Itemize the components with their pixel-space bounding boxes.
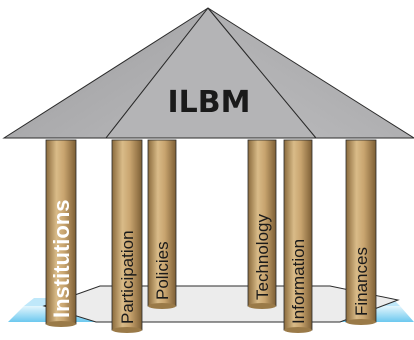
- pillar-policies-label: Policies: [153, 241, 172, 300]
- pillar-policies-base: [148, 303, 176, 309]
- pillar-institutions-column: [45, 139, 77, 325]
- pillar-participation-base: [112, 327, 142, 333]
- pillar-institutions-label: Institutions: [49, 199, 74, 318]
- roof: [2, 7, 414, 139]
- pillar-finances-label: Finances: [352, 247, 371, 316]
- pillar-policies: Policies: [147, 139, 177, 309]
- pillar-institutions-base: [46, 321, 76, 327]
- pillar-information-column: [283, 139, 313, 331]
- pillar-technology-label: Technology: [253, 213, 272, 300]
- pillar-technology-base: [248, 303, 276, 309]
- pillar-information: Information: [283, 139, 313, 333]
- pillar-policies-column: [147, 139, 177, 307]
- pillar-information-label: Information: [289, 239, 308, 324]
- pillar-finances-column: [345, 139, 377, 323]
- pillar-information-base: [284, 327, 312, 333]
- pillar-technology: Technology: [247, 139, 277, 309]
- floor-plate: [42, 285, 400, 323]
- pillar-institutions: Institutions: [45, 139, 77, 327]
- pillar-participation-label: Participation: [118, 230, 137, 324]
- pillar-participation-column: [111, 139, 143, 331]
- pillars: Institutions Participation Policies Technol…: [45, 139, 377, 333]
- diagram-title: ILBM: [168, 85, 251, 120]
- pillar-finances-base: [346, 319, 376, 325]
- pillar-finances: Finances: [345, 139, 377, 325]
- pillar-participation: Participation: [111, 139, 143, 333]
